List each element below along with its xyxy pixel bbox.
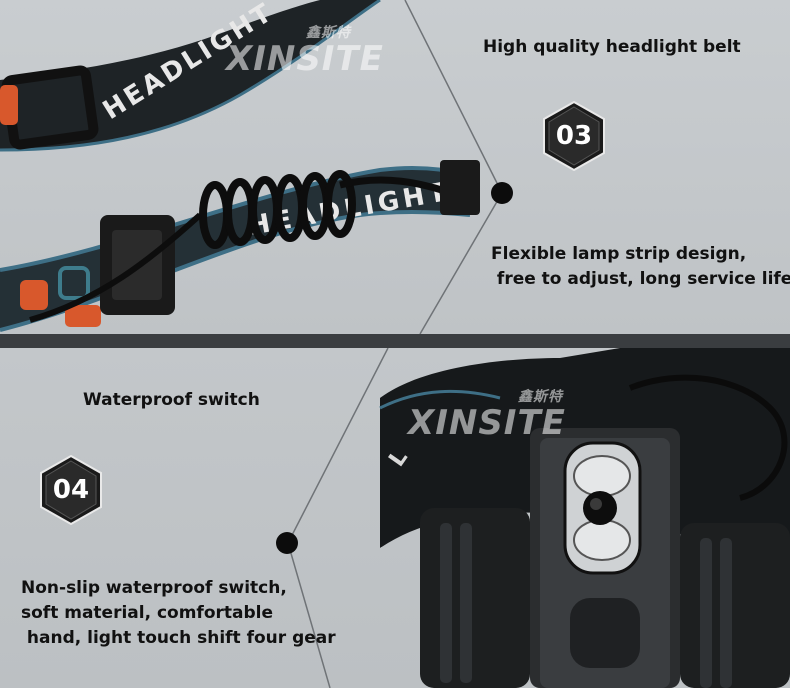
caption-waterproof-switch: Waterproof switch xyxy=(83,390,260,410)
leader-line-top xyxy=(404,0,503,334)
brand-watermark-cn: 鑫斯特 xyxy=(306,25,351,41)
step-badge-04-number: 04 xyxy=(52,475,90,505)
caption-flexible-strip: Flexible lamp strip design, free to adju… xyxy=(491,244,790,289)
brand-watermark-top: 鑫斯特 XINSITE xyxy=(226,22,384,76)
caption-belt-quality: High quality headlight belt xyxy=(483,37,741,57)
brand-watermark-bottom: 鑫斯特 XINSITE xyxy=(408,386,566,440)
brand-watermark-en: XINSITE xyxy=(226,39,384,79)
callout-dot-top xyxy=(491,182,513,204)
waterproof-switch-photo: L xyxy=(360,348,790,688)
section-headlight-belt: HEADLIGHT HEADLIGHT xyxy=(0,0,790,334)
step-badge-04: 04 xyxy=(40,455,102,525)
leader-line-bottom xyxy=(287,348,389,688)
brand-watermark-en: XINSITE xyxy=(408,403,566,443)
headlight-belt-photo: HEADLIGHT HEADLIGHT xyxy=(0,0,500,334)
section-divider xyxy=(0,334,790,348)
step-badge-03-number: 03 xyxy=(555,121,593,151)
step-badge-03: 03 xyxy=(543,101,605,171)
brand-watermark-cn: 鑫斯特 xyxy=(518,389,563,405)
callout-dot-bottom xyxy=(276,532,298,554)
section-waterproof-switch: L 鑫斯特 XINSITE xyxy=(0,348,790,688)
caption-nonslip-switch: Non-slip waterproof switch, soft materia… xyxy=(21,578,336,648)
